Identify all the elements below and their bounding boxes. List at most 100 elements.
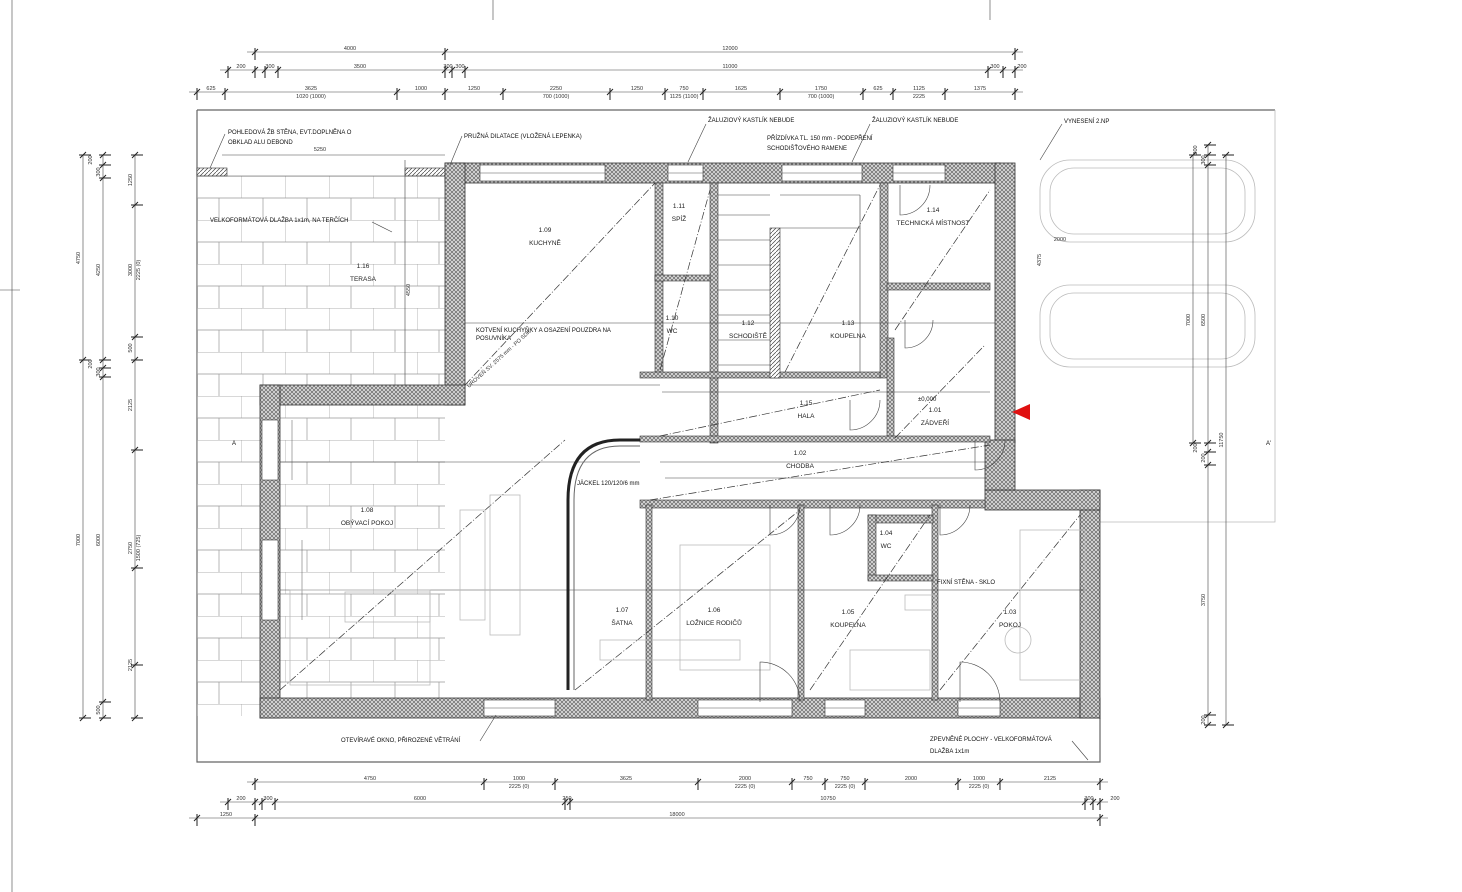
note-level: ±0,000 [918,397,937,403]
room-name: SCHODIŠTĚ [729,331,768,340]
room-name: CHODBA [786,463,814,470]
dimension-label: 2000 [739,776,751,782]
dimension-label: 4750 [76,252,82,264]
dimension-label: 300 [1201,155,1207,164]
dimension-label: 300 [443,64,452,70]
room-number: 1.11 [673,203,686,210]
dimension-label: 300 [96,167,102,176]
room-name: POKOJ [999,622,1021,629]
dimension-label: 750 [679,86,688,92]
dimension-label: 750 [840,776,849,782]
dimension-label: 2125 [1044,776,1056,782]
room-name: WC [881,543,892,550]
dimension-label: 3000 [128,264,134,276]
dimension-label: 1250 [128,174,134,186]
dimension-label: 300 [263,796,272,802]
dimension-label: 1125 (1100) [670,94,699,100]
note-stair-wall-1: PŘÍZDÍVKA TL. 150 mm - PODEPŘENÍ [767,134,873,142]
note-jackel: JÄCKEL 120/120/6 mm [577,480,639,487]
note-fixed-glass: FIXNÍ STĚNA - SKLO [937,578,995,586]
dimension-label: 1250 [220,812,232,818]
dimension-label: 3750 [1201,594,1207,606]
room-name: LOŽNICE RODIČŮ [686,618,742,627]
dimension-label: 200 [1193,443,1199,452]
room-name: KUCHYNĚ [529,238,561,247]
room-number: 1.13 [842,320,855,327]
room-name: WC [667,328,678,335]
dimension-label: 7000 [76,534,82,546]
dimension-label: 625 [873,86,882,92]
room-name: SPÍŽ [672,214,686,223]
dimension-label: 2225 (0) [835,784,856,790]
room-name: HALA [798,413,816,420]
dimension-label: 1000 [415,86,427,92]
dimension-label: 200 [1110,796,1119,802]
dimension-label: 750 [803,776,812,782]
room-name: KOUPELNA [830,622,866,629]
dimension-label: 2225 (0) [136,260,142,281]
dimension-label: 1625 [735,86,747,92]
room-name: TERASA [350,276,377,283]
terrace [196,167,446,716]
note-parking-width: 2000 [1054,237,1066,243]
dimension-label: 2250 [550,86,562,92]
dimension-label: 200 [236,796,245,802]
dimension-label: 200 [1193,145,1199,154]
room-name: OBÝVACÍ POKOJ [341,518,393,527]
dimension-label: 11000 [723,64,738,70]
dimension-label: 3625 [305,86,317,92]
dimension-label: 2000 [905,776,917,782]
room-number: 1.02 [794,450,807,457]
note-parking-height: 4375 [1037,254,1043,266]
note-kitchen-anchor-2: POSUVNÍKA [476,335,511,342]
dimension-label: 6000 [414,796,426,802]
dimension-label: 1500 (725) [136,535,142,562]
room-number: 1.12 [742,320,755,327]
dimension-label: 300 [265,64,274,70]
room-number: 1.14 [927,207,940,214]
dimension-label: 200 [1017,64,1026,70]
note-paving-1: ZPEVNĚNÉ PLOCHY - VELKOFORMÁTOVÁ [930,735,1052,743]
dimension-label: 300 [990,64,999,70]
dimension-label: 2750 [128,542,134,554]
room-number: 1.16 [357,263,370,270]
dimension-label: 200 [88,359,94,368]
dimension-label: 3625 [620,776,632,782]
curved-glass-wall [566,438,640,690]
room-name: ŠATNA [611,618,633,627]
note-facade-wall-1: POHLEDOVÁ ŽB STĚNA, EVT.DOPLNĚNA O [228,128,352,136]
dimension-label: 1000 [513,776,525,782]
room-number: 1.05 [842,609,855,616]
dimension-label: 6500 [1201,314,1207,326]
note-paving-2: DLAŽBA 1x1m [930,747,969,755]
dimension-label: 1250 [631,86,643,92]
dimension-label: 4000 [344,46,356,52]
dimension-label: 4750 [364,776,376,782]
note-blind-box-2: ŽALUZIOVÝ KASTLÍK NEBUDE [872,116,958,124]
note-window-note: OTEVÍRAVÉ OKNO, PŘIROZENÉ VĚTRÁNÍ [341,736,461,744]
note-terrace-width: 5250 [314,147,326,153]
dimension-label: 1125 [913,86,925,92]
dimension-label: 7000 [1186,314,1192,326]
dimension-label: 1250 [468,86,480,92]
dimension-label: 300 [1084,796,1093,802]
dimension-label: 12000 [722,46,737,52]
dimension-label: 1375 [974,86,986,92]
room-number: 1.06 [708,607,721,614]
dimension-label: 2125 [128,399,134,411]
dimension-label: 2225 (0) [735,784,756,790]
room-number: 1.03 [1004,609,1017,616]
dimension-label: 200 [88,155,94,164]
